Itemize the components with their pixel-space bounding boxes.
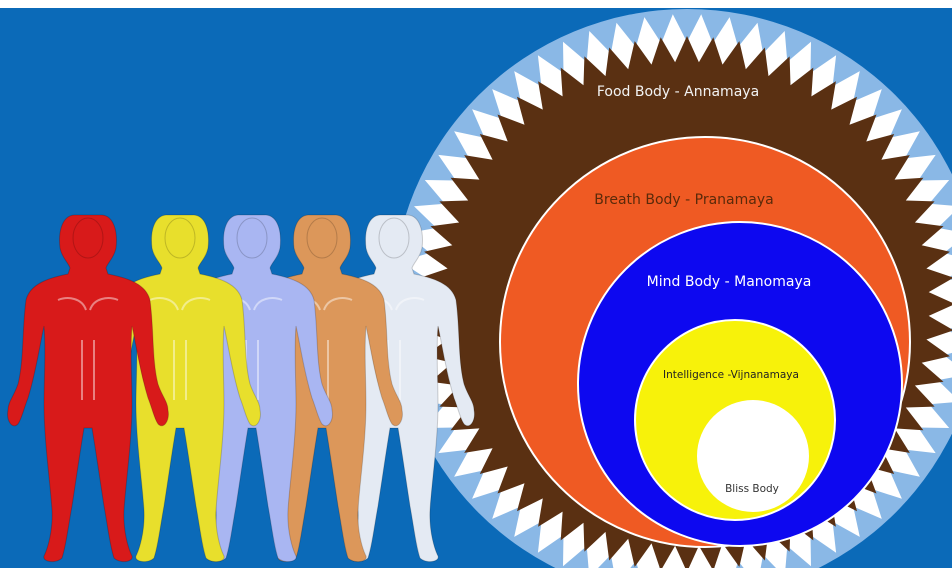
red-figure-head bbox=[73, 218, 103, 258]
food-body-label: Food Body - Annamaya bbox=[597, 84, 759, 100]
mind-body-label: Mind Body - Manomaya bbox=[647, 274, 812, 290]
human-figures-group bbox=[8, 215, 475, 562]
bliss-body-label: Bliss Body bbox=[725, 483, 779, 495]
yellow-figure-head bbox=[165, 218, 195, 258]
breath-body-label: Breath Body - Pranamaya bbox=[594, 192, 773, 208]
white-figure-head bbox=[379, 218, 409, 258]
lavender-figure-head bbox=[237, 218, 267, 258]
intelligence-body-label: Intelligence -Vijnanamaya bbox=[663, 369, 799, 381]
orange-figure-head bbox=[307, 218, 337, 258]
bliss-body-layer bbox=[697, 400, 809, 512]
